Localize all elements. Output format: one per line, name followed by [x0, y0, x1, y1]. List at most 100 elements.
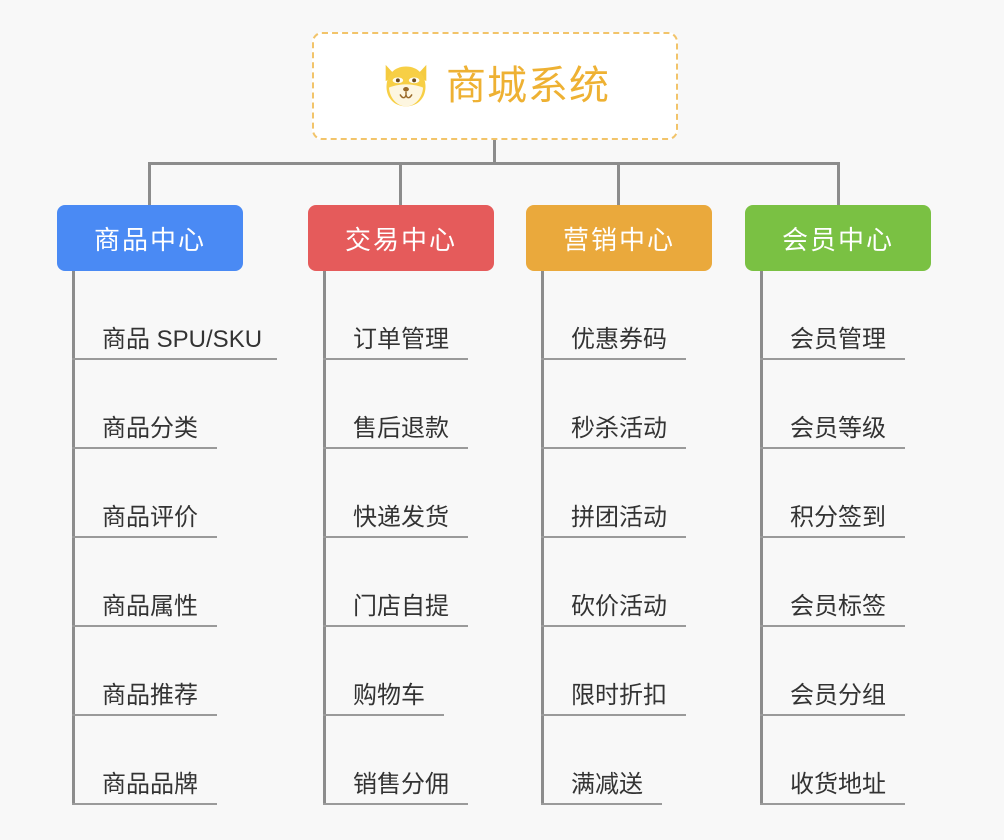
leaf-underline — [323, 536, 468, 538]
leaf-underline — [760, 625, 905, 627]
leaf-item[interactable]: 售后退款 — [308, 360, 494, 449]
category-column-member-center: 会员中心 会员管理 会员等级 积分签到 会员标签 会员分组 — [745, 205, 931, 805]
leaf-underline — [541, 803, 662, 805]
leaf-underline — [541, 625, 686, 627]
leaf-item[interactable]: 订单管理 — [308, 271, 494, 360]
leaf-underline — [760, 358, 905, 360]
leaf-label: 秒杀活动 — [571, 415, 667, 442]
leaf-label: 售后退款 — [353, 415, 449, 442]
connector-drop-trade-center — [399, 162, 402, 207]
leaf-label: 商品属性 — [102, 593, 198, 620]
leaf-label: 会员标签 — [790, 593, 886, 620]
leaf-item[interactable]: 商品评价 — [57, 449, 280, 538]
category-header-trade-center[interactable]: 交易中心 — [308, 205, 494, 271]
category-column-product-center: 商品中心 商品 SPU/SKU 商品分类 商品评价 商品属性 商品推荐 — [57, 205, 280, 805]
leaf-item[interactable]: 秒杀活动 — [526, 360, 712, 449]
leaf-item[interactable]: 商品分类 — [57, 360, 280, 449]
connector-drop-marketing-center — [617, 162, 620, 207]
leaf-underline — [541, 447, 686, 449]
leaf-label: 拼团活动 — [571, 504, 667, 531]
leaf-item[interactable]: 拼团活动 — [526, 449, 712, 538]
leaf-trunk-line — [760, 271, 763, 805]
leaf-label: 会员管理 — [790, 326, 886, 353]
category-header-product-center[interactable]: 商品中心 — [57, 205, 243, 271]
leaf-underline — [323, 447, 468, 449]
leaf-list-marketing-center: 优惠券码 秒杀活动 拼团活动 砍价活动 限时折扣 满减送 — [526, 271, 712, 805]
leaf-underline — [323, 358, 468, 360]
leaf-underline — [72, 358, 277, 360]
leaf-underline — [72, 447, 217, 449]
leaf-label: 商品推荐 — [102, 682, 198, 709]
leaf-underline — [72, 803, 217, 805]
leaf-underline — [760, 803, 905, 805]
leaf-trunk-line — [323, 271, 326, 805]
leaf-label: 门店自提 — [353, 593, 449, 620]
leaf-item[interactable]: 商品推荐 — [57, 627, 280, 716]
leaf-label: 商品评价 — [102, 504, 198, 531]
leaf-list-trade-center: 订单管理 售后退款 快递发货 门店自提 购物车 销售分佣 — [308, 271, 494, 805]
leaf-label: 订单管理 — [353, 326, 449, 353]
category-label: 交易中心 — [344, 224, 457, 255]
category-column-marketing-center: 营销中心 优惠券码 秒杀活动 拼团活动 砍价活动 限时折扣 — [526, 205, 712, 805]
leaf-underline — [760, 714, 905, 716]
leaf-item[interactable]: 优惠券码 — [526, 271, 712, 360]
leaf-item[interactable]: 商品品牌 — [57, 716, 280, 805]
leaf-trunk-line — [72, 271, 75, 805]
leaf-underline — [323, 803, 468, 805]
leaf-label: 会员等级 — [790, 415, 886, 442]
category-header-member-center[interactable]: 会员中心 — [745, 205, 931, 271]
connector-horizontal-bus — [148, 162, 840, 165]
leaf-underline — [72, 536, 217, 538]
leaf-label: 限时折扣 — [571, 682, 667, 709]
leaf-list-product-center: 商品 SPU/SKU 商品分类 商品评价 商品属性 商品推荐 商品品牌 — [57, 271, 280, 805]
connector-drop-member-center — [837, 162, 840, 207]
leaf-underline — [541, 358, 686, 360]
leaf-label: 快递发货 — [353, 504, 449, 531]
root-node-shop-system[interactable]: 商城系统 — [312, 32, 678, 140]
leaf-underline — [760, 447, 905, 449]
category-label: 营销中心 — [562, 224, 675, 255]
connector-root-stem — [493, 140, 496, 165]
category-header-marketing-center[interactable]: 营销中心 — [526, 205, 712, 271]
leaf-item[interactable]: 满减送 — [526, 716, 712, 805]
leaf-underline — [541, 714, 686, 716]
leaf-trunk-line — [541, 271, 544, 805]
leaf-underline — [72, 625, 217, 627]
leaf-label: 收货地址 — [790, 771, 886, 798]
leaf-label: 商品品牌 — [102, 771, 198, 798]
leaf-label: 砍价活动 — [571, 593, 667, 620]
leaf-item[interactable]: 门店自提 — [308, 538, 494, 627]
leaf-item[interactable]: 积分签到 — [745, 449, 931, 538]
category-label: 商品中心 — [93, 224, 206, 255]
leaf-label: 优惠券码 — [571, 326, 667, 353]
leaf-item[interactable]: 砍价活动 — [526, 538, 712, 627]
leaf-label: 购物车 — [353, 682, 425, 709]
leaf-label: 销售分佣 — [353, 771, 449, 798]
leaf-item[interactable]: 会员等级 — [745, 360, 931, 449]
leaf-item[interactable]: 商品 SPU/SKU — [57, 271, 280, 360]
leaf-underline — [541, 536, 686, 538]
leaf-item[interactable]: 会员标签 — [745, 538, 931, 627]
leaf-label: 商品 SPU/SKU — [102, 326, 263, 353]
leaf-label: 满减送 — [571, 771, 643, 798]
leaf-item[interactable]: 收货地址 — [745, 716, 931, 805]
leaf-label: 会员分组 — [790, 682, 886, 709]
category-label: 会员中心 — [781, 224, 894, 255]
leaf-item[interactable]: 会员分组 — [745, 627, 931, 716]
leaf-item[interactable]: 商品属性 — [57, 538, 280, 627]
leaf-item[interactable]: 快递发货 — [308, 449, 494, 538]
category-column-trade-center: 交易中心 订单管理 售后退款 快递发货 门店自提 购物车 — [308, 205, 494, 805]
leaf-underline — [760, 536, 905, 538]
leaf-item[interactable]: 限时折扣 — [526, 627, 712, 716]
leaf-item[interactable]: 购物车 — [308, 627, 494, 716]
leaf-underline — [323, 625, 468, 627]
leaf-underline — [72, 714, 217, 716]
leaf-item[interactable]: 会员管理 — [745, 271, 931, 360]
leaf-list-member-center: 会员管理 会员等级 积分签到 会员标签 会员分组 收货地址 — [745, 271, 931, 805]
root-title: 商城系统 — [446, 64, 610, 108]
leaf-label: 商品分类 — [102, 415, 198, 442]
shiba-dog-face-icon — [385, 64, 427, 107]
leaf-item[interactable]: 销售分佣 — [308, 716, 494, 805]
leaf-label: 积分签到 — [790, 504, 886, 531]
